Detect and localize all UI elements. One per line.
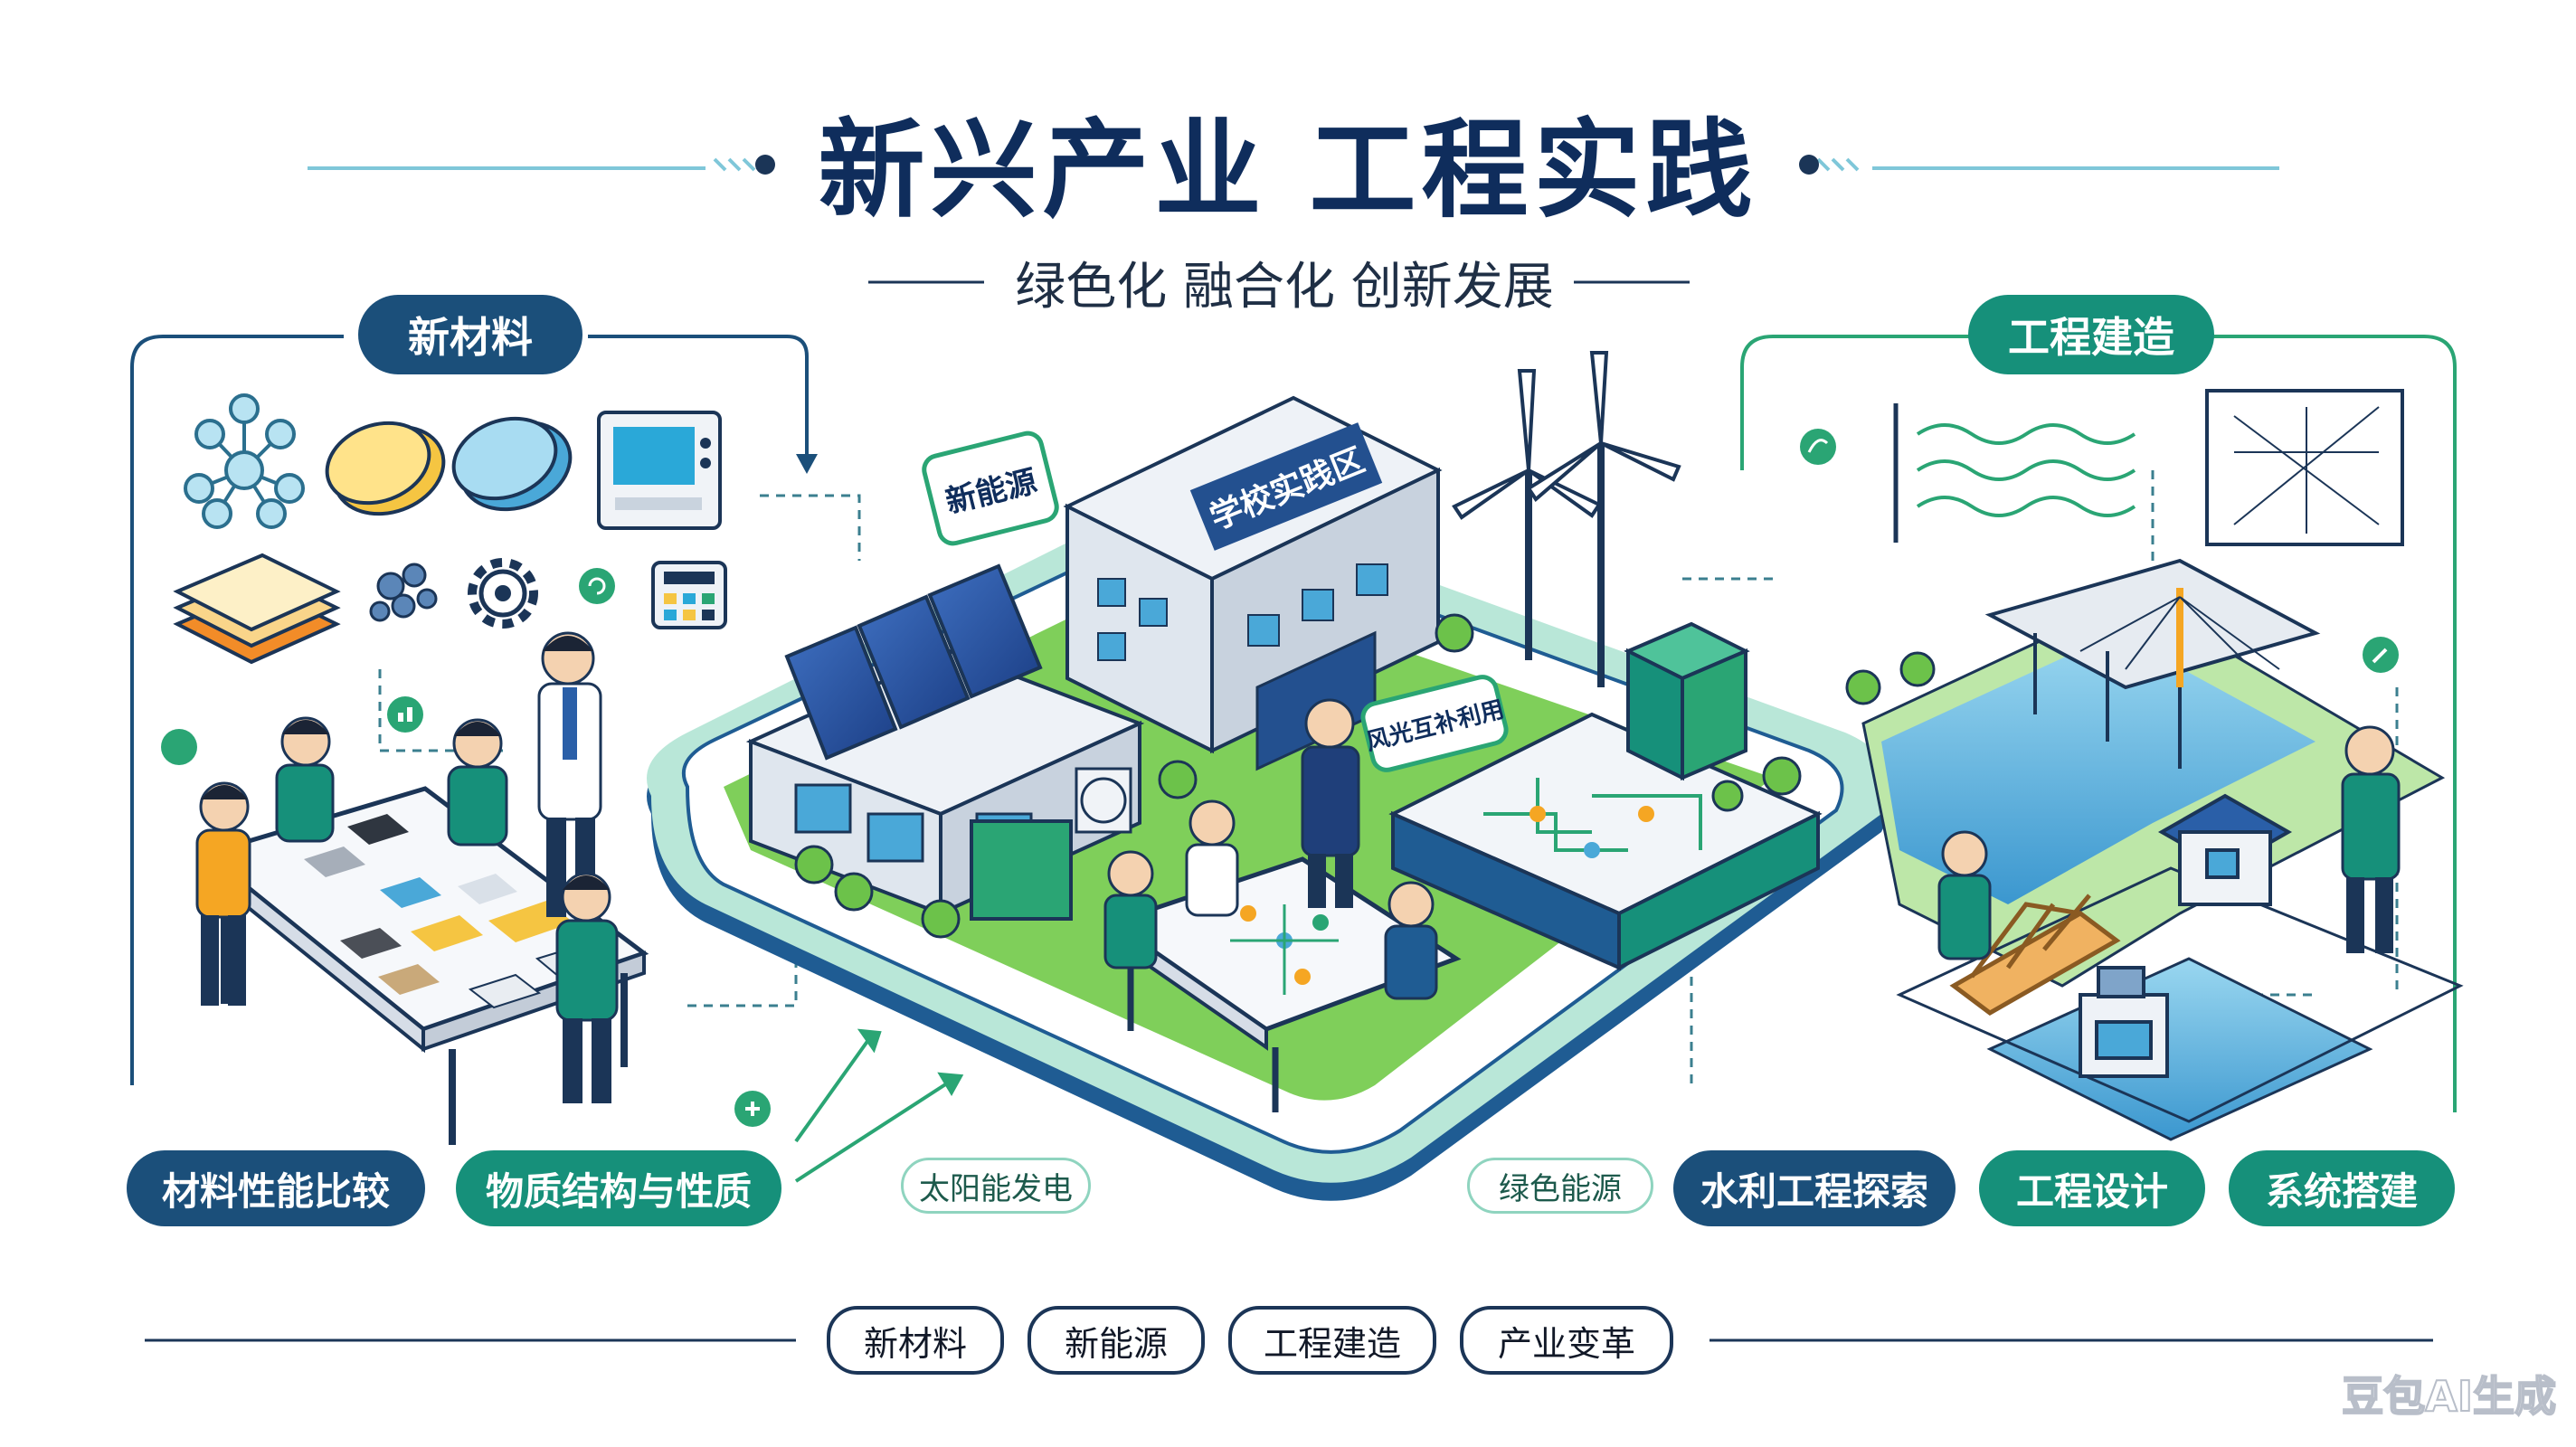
page-title: 新兴产业 工程实践	[818, 107, 1758, 232]
molecule-icon	[184, 393, 305, 529]
construction-frame-left	[1740, 335, 1972, 470]
blue-disc-icon	[451, 416, 573, 512]
section-badge-construction: 工程建造	[1968, 295, 2214, 374]
student-figure	[1103, 850, 1158, 969]
materials-frame	[130, 335, 344, 1085]
teacher-figure	[537, 631, 602, 917]
calculator-icon	[651, 561, 727, 629]
leaf-badge-icon	[1800, 429, 1836, 465]
plus-badge-icon	[734, 1091, 771, 1127]
truss-bridge-model	[1949, 894, 2121, 1016]
refresh-badge-icon	[579, 568, 615, 604]
pump-house	[2079, 966, 2169, 1078]
students-left	[195, 631, 619, 1103]
number-badge-icon	[161, 729, 197, 765]
tag-new-energy: 新能源	[1028, 1306, 1205, 1375]
page-subtitle: 绿色化 融合化 创新发展	[1015, 257, 1554, 317]
materials-arrow	[588, 335, 809, 457]
pen-badge-icon	[2363, 637, 2399, 673]
watermark: 豆包AI生成	[2341, 1371, 2557, 1422]
arrow-head-icon	[796, 454, 818, 474]
tag-engineering-construction: 工程建造	[1228, 1306, 1436, 1375]
yellow-disc-icon	[325, 421, 446, 516]
student-figure	[1384, 881, 1438, 1000]
student-figure	[1185, 799, 1239, 917]
trees	[794, 613, 1936, 939]
label-engineering-design: 工程设计	[1979, 1150, 2205, 1226]
growth-arrows	[794, 1028, 964, 1183]
label-material-compare: 材料性能比较	[127, 1150, 425, 1226]
label-water-engineering: 水利工程探索	[1673, 1150, 1956, 1226]
student-figure	[2341, 725, 2401, 953]
title-dot-left	[755, 155, 775, 175]
gear-icon	[468, 558, 538, 629]
water-area	[1861, 595, 2464, 1141]
label-green-energy: 绿色能源	[1467, 1158, 1653, 1214]
students-right	[1937, 725, 2401, 960]
student-figure	[195, 781, 251, 1006]
students-center	[1103, 698, 1438, 1000]
wave-chart-icon	[1893, 403, 2136, 543]
chart-badge-icon	[387, 696, 423, 733]
construction-frame	[1972, 335, 2457, 1112]
tag-new-materials: 新材料	[827, 1306, 1004, 1375]
house-model	[2157, 793, 2293, 906]
label-system-build: 系统搭建	[2229, 1150, 2455, 1226]
label-structure-properties: 物质结构与性质	[456, 1150, 781, 1226]
student-figure	[275, 716, 335, 843]
student-figure	[447, 718, 508, 846]
bridge-structure	[1984, 558, 2321, 769]
student-figure	[1937, 830, 1992, 960]
label-solar-power: 太阳能发电	[901, 1158, 1091, 1214]
atom-cluster-icon	[369, 563, 438, 622]
lab-platform	[1388, 621, 1823, 971]
solar-building	[745, 563, 1145, 921]
wind-turbine	[1452, 351, 1681, 687]
layered-board-icon	[173, 553, 341, 665]
student-figure	[555, 872, 619, 1103]
tag-industry-transformation: 产业变革	[1460, 1306, 1673, 1375]
title-dot-right	[1799, 155, 1819, 175]
design-drawing-icon	[2205, 389, 2404, 546]
monitor-icon	[597, 411, 722, 530]
teacher-figure	[1301, 698, 1360, 908]
section-badge-materials: 新材料	[358, 295, 582, 374]
title-decoration	[308, 157, 2279, 284]
